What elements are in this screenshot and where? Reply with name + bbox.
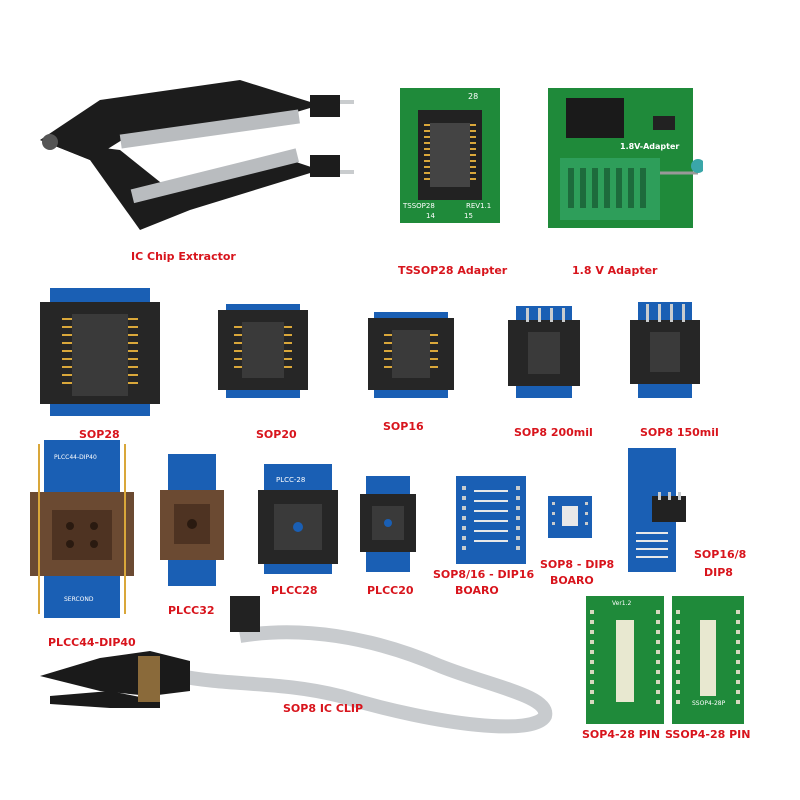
- plcc28-adapter: PLCC-28: [258, 464, 338, 574]
- ic-chip-extractor-label: IC Chip Extractor: [131, 250, 236, 263]
- plcc32-adapter: [160, 454, 224, 586]
- plcc44-dip40-label: PLCC44-DIP40: [48, 636, 136, 649]
- sop8-16-dip16-label-line1: SOP8/16 - DIP16: [433, 568, 535, 581]
- sop8-16-dip16-board: [456, 476, 526, 564]
- sop20-adapter: [218, 304, 308, 398]
- sop8-dip8-label-line2: BOARO: [550, 574, 594, 587]
- ssop4-28-pin-label: SSOP4-28 PIN: [665, 728, 751, 741]
- sop4-28-ver-text: Ver1.2: [612, 600, 632, 607]
- sop16-label: SOP16: [383, 420, 424, 433]
- tssop28-pin28-text: 28: [468, 92, 479, 101]
- sop4-28-pin-label: SOP4-28 PIN: [582, 728, 661, 741]
- plcc44-footer-text: SERCOND: [64, 596, 94, 603]
- ssop4-28-pin-board: SSOP4-28P: [672, 596, 744, 724]
- sop8-ic-clip: [40, 596, 560, 746]
- adapter-1-8v: 1.8V-Adapter: [548, 88, 703, 228]
- plcc44-name-text: PLCC44-DIP40: [54, 454, 97, 461]
- tssop28-name-text: TSSOP28: [403, 202, 435, 210]
- sop8-16-dip16-label-line2: BOARO: [455, 584, 499, 597]
- plcc28-label: PLCC28: [271, 584, 318, 597]
- sop16-8-dip8-label-line2: DIP8: [704, 566, 733, 579]
- sop8-150mil-adapter: [630, 302, 700, 398]
- sop8-200mil-adapter: [508, 306, 580, 398]
- plcc20-adapter: [360, 476, 416, 572]
- sop28-label: SOP28: [79, 428, 120, 441]
- sop8-200mil-label: SOP8 200mil: [514, 426, 593, 439]
- sop8-dip8-board: [548, 496, 592, 538]
- tssop28-adapter-label: TSSOP28 Adapter: [398, 264, 508, 277]
- adapter-1-8v-name-text: 1.8V-Adapter: [620, 142, 680, 151]
- sop16-adapter: [368, 312, 454, 398]
- sop28-adapter: [40, 288, 160, 416]
- sop8-150mil-label: SOP8 150mil: [640, 426, 719, 439]
- sop16-8-dip8-label-line1: SOP16/8: [694, 548, 747, 561]
- ic-chip-extractor: [20, 60, 360, 250]
- tssop28-pin15-text: 15: [464, 212, 473, 220]
- sop8-ic-clip-label: SOP8 IC CLIP: [283, 702, 364, 715]
- plcc44-dip40-adapter: PLCC44-DIP40 SERCOND: [30, 440, 134, 618]
- ssop4-28-name-text: SSOP4-28P: [692, 700, 726, 707]
- sop16-8-dip8-board: [628, 448, 686, 572]
- tssop28-adapter: 28 TSSOP28 REV1.1 14 15: [400, 88, 500, 223]
- adapter-1-8v-label: 1.8 V Adapter: [572, 264, 658, 277]
- tssop28-pin14-text: 14: [426, 212, 435, 220]
- sop8-dip8-label-line1: SOP8 - DIP8: [540, 558, 615, 571]
- sop20-label: SOP20: [256, 428, 297, 441]
- plcc20-label: PLCC20: [367, 584, 414, 597]
- plcc32-label: PLCC32: [168, 604, 215, 617]
- plcc28-name-text: PLCC-28: [276, 476, 306, 484]
- tssop28-rev-text: REV1.1: [466, 202, 492, 210]
- sop4-28-pin-board: Ver1.2: [586, 596, 664, 724]
